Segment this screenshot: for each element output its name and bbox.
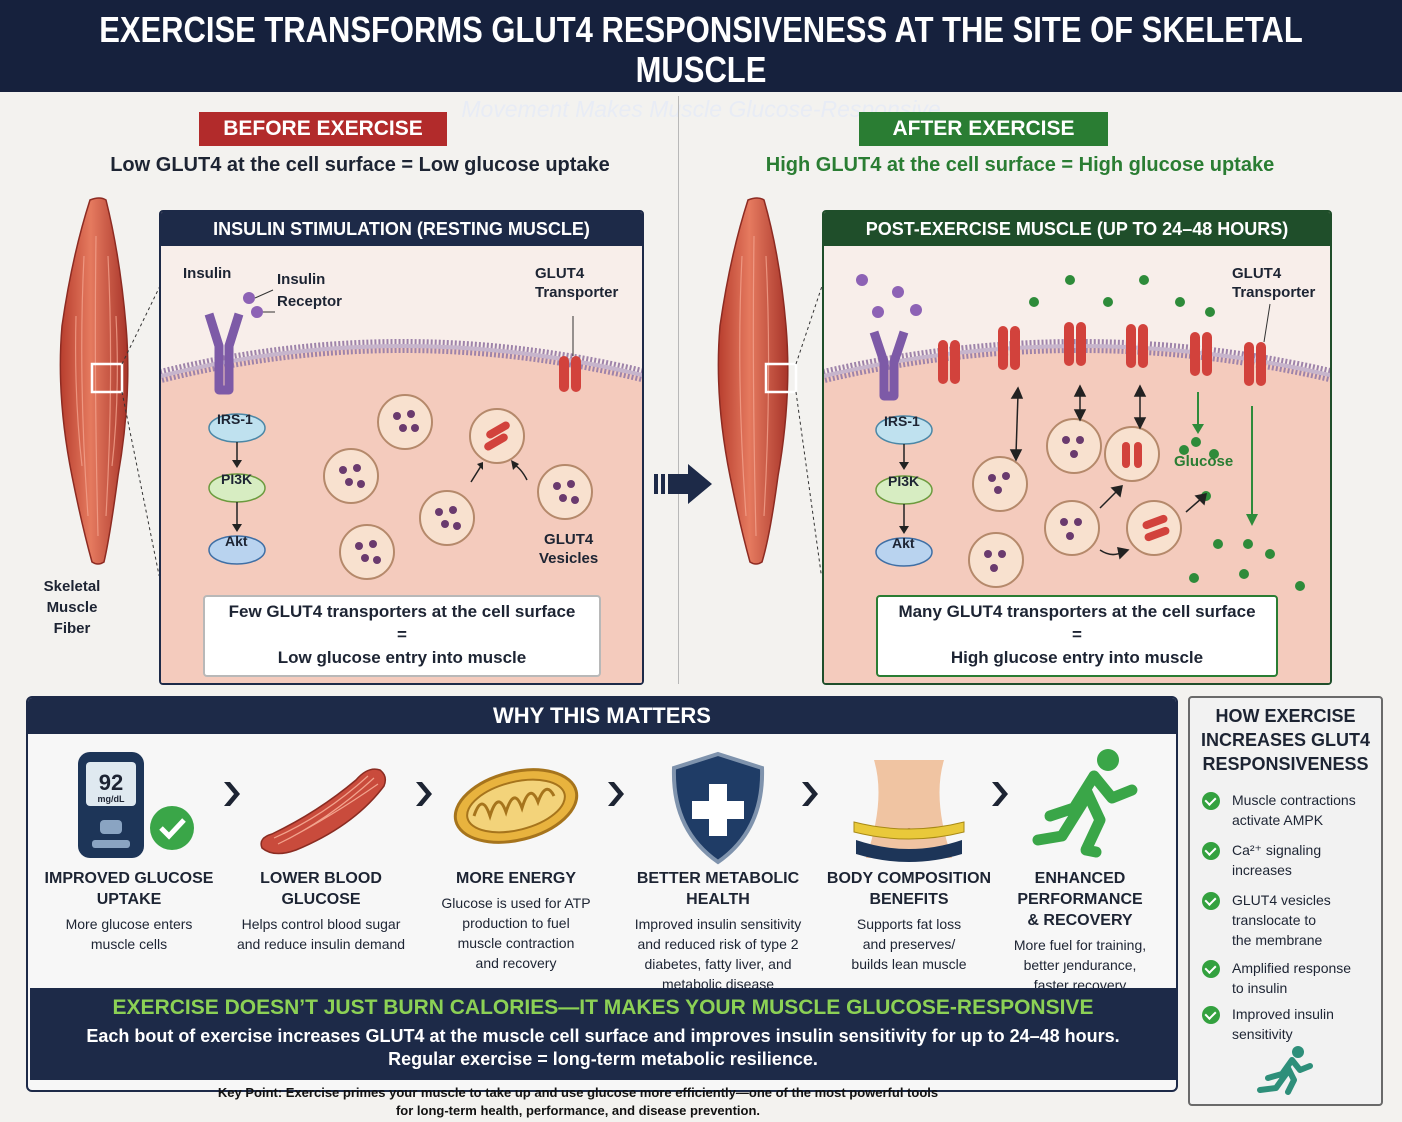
check-icon — [1202, 1006, 1220, 1024]
conclusion-banner: EXERCISE DOESN’T JUST BURN CALORIES—IT M… — [30, 988, 1176, 1080]
center-divider — [678, 96, 679, 684]
before-result-box: Few GLUT4 transporters at the cell surfa… — [203, 595, 601, 677]
glut4-vesicles-label: GLUT4 Vesicles — [539, 531, 599, 567]
benefit-more-energy: MORE ENERGY Glucose is used for ATP prod… — [420, 740, 612, 973]
benefit-body-composition: BODY COMPOSITION BENEFITS Supports fat l… — [826, 740, 992, 974]
check-icon — [1202, 842, 1220, 860]
before-exercise-tag: BEFORE EXERCISE — [199, 112, 447, 146]
insulin-receptor-icon — [869, 330, 909, 401]
glut4-vesicle-icons — [968, 418, 1182, 588]
after-panel-title: POST-EXERCISE MUSCLE (UP TO 24–48 HOURS) — [824, 212, 1330, 246]
meter-value: 92 — [99, 770, 123, 795]
pi3k-label: PI3K — [221, 471, 253, 487]
akt-label: Akt — [225, 533, 248, 549]
signaling-cascade — [875, 415, 933, 567]
banner-title: EXERCISE DOESN’T JUST BURN CALORIES—IT M… — [112, 996, 1094, 1019]
skeletal-muscle-right-icon — [717, 197, 823, 576]
banner-line-1: Each bout of exercise increases GLUT4 at… — [86, 1026, 1120, 1046]
runner-icon — [1032, 749, 1138, 858]
signaling-cascade — [208, 413, 266, 565]
benefit-enhanced-performance: ENHANCED PERFORMANCE & RECOVERY More fue… — [990, 740, 1170, 995]
benefit-better-metabolic-health: BETTER METABOLIC HEALTH Improved insulin… — [612, 740, 824, 994]
glut4-transporter-icon — [559, 316, 581, 392]
how-title: HOW EXERCISE INCREASES GLUT4 RESPONSIVEN… — [1200, 706, 1371, 774]
after-subtitle: High GLUT4 at the cell surface = High gl… — [765, 154, 1275, 176]
chevron-right-icon — [992, 782, 1008, 806]
why-this-matters-title: WHY THIS MATTERS — [28, 698, 1176, 734]
glucose-molecules-icon — [1029, 275, 1305, 591]
check-icon — [1202, 892, 1220, 910]
glucose-meter-icon: 92 mg/dL — [78, 752, 194, 858]
before-panel-title: INSULIN STIMULATION (RESTING MUSCLE) — [161, 212, 642, 246]
insulin-receptor-icon — [204, 289, 275, 395]
chevron-right-icon — [224, 782, 240, 806]
glut4-transporter-label: GLUT4 Transporter — [1232, 265, 1316, 301]
after-panel: POST-EXERCISE MUSCLE (UP TO 24–48 HOURS) — [822, 210, 1332, 685]
glut4-vesicle-icons — [323, 394, 593, 580]
chevron-right-icon — [416, 782, 432, 806]
insulin-label: Insulin — [183, 265, 232, 282]
waist-measure-icon — [853, 760, 965, 862]
header: EXERCISE TRANSFORMS GLUT4 RESPONSIVENESS… — [0, 0, 1402, 122]
check-icon — [1202, 960, 1220, 978]
check-icon — [1202, 792, 1220, 810]
insulin-molecules-icon — [856, 274, 922, 318]
irs1-label: IRS-1 — [217, 411, 253, 427]
pi3k-label: PI3K — [888, 473, 920, 489]
before-subtitle: Low GLUT4 at the cell surface = Low gluc… — [110, 154, 610, 176]
glut4-transporter-label: GLUT4 Transporter — [535, 265, 619, 301]
why-this-matters-section: WHY THIS MATTERS 92 mg/dL IMPROVED GLUCO… — [26, 696, 1178, 1092]
benefit-improved-glucose-uptake: 92 mg/dL IMPROVED GLUCOSE UPTAKE More gl… — [36, 740, 222, 954]
page-title: EXERCISE TRANSFORMS GLUT4 RESPONSIVENESS… — [99, 9, 1303, 90]
chevron-right-icon — [802, 782, 818, 806]
how-exercise-increases-glut4-box: HOW EXERCISE INCREASES GLUT4 RESPONSIVEN… — [1188, 696, 1383, 1106]
banner-line-2: Regular exercise = long-term metabolic r… — [388, 1049, 818, 1069]
after-exercise-tag: AFTER EXERCISE — [859, 112, 1108, 146]
runner-small-icon — [1257, 1046, 1313, 1095]
insulin-receptor-label: Insulin Receptor — [277, 271, 343, 310]
after-result-box: Many GLUT4 transporters at the cell surf… — [876, 595, 1278, 677]
skeletal-muscle-label: Skeletal Muscle Fiber — [43, 578, 101, 637]
mitochondria-icon — [453, 768, 579, 844]
chevron-right-icon — [608, 782, 624, 806]
irs1-label: IRS-1 — [884, 413, 920, 429]
glut4-transporters-icon — [938, 322, 1266, 386]
benefit-lower-blood-glucose: LOWER BLOOD GLUCOSE Helps control blood … — [228, 740, 414, 954]
before-panel: INSULIN STIMULATION (RESTING MUSCLE) — [159, 210, 644, 685]
key-point-note: Key Point: Exercise primes your muscle t… — [217, 1085, 939, 1118]
shield-plus-icon — [671, 751, 765, 865]
glucose-label: Glucose — [1174, 453, 1234, 470]
muscle-icon — [260, 768, 387, 855]
akt-label: Akt — [892, 535, 915, 551]
meter-unit: mg/dL — [98, 794, 125, 804]
skeletal-muscle-left-icon — [59, 197, 161, 576]
transition-arrow-icon — [654, 464, 712, 504]
